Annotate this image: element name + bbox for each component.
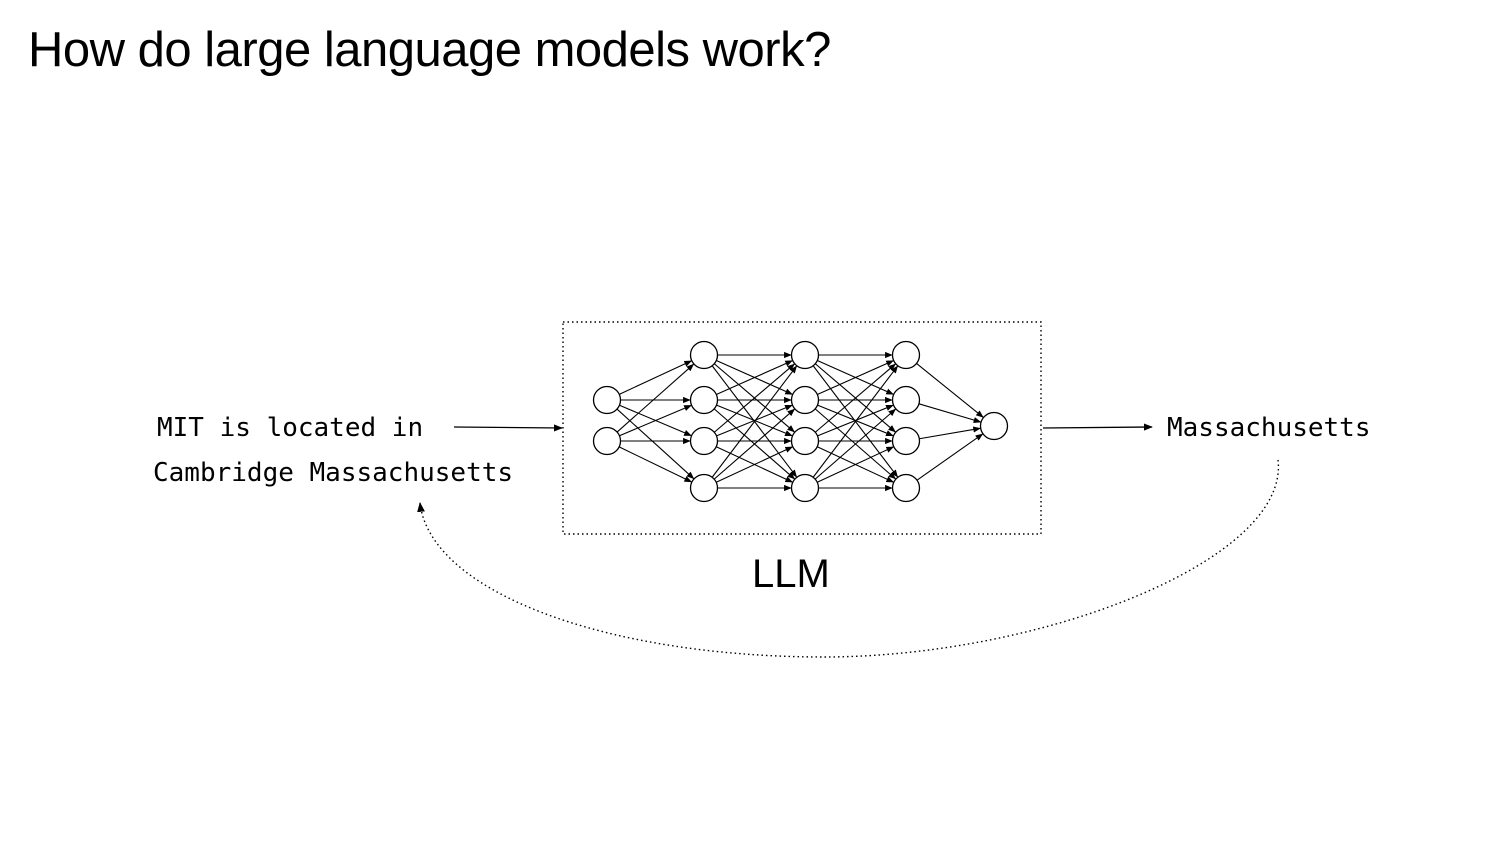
network-edge [918, 403, 982, 424]
network-node-layer-1 [592, 426, 622, 456]
network-node-layer-4 [891, 426, 921, 456]
network-edge [616, 408, 695, 480]
network-node-layer-3 [790, 385, 820, 415]
network-node-layer-2 [689, 340, 719, 370]
network-node-layer-3 [790, 473, 820, 503]
network-edge [814, 408, 897, 480]
network-edge [716, 360, 793, 396]
network-edge [916, 363, 984, 418]
network-edge [817, 446, 895, 483]
input-text-line-2: Cambridge Massachusetts [153, 458, 514, 488]
network-edge [619, 360, 692, 395]
output-token: Massachusetts [1167, 413, 1371, 443]
network-edge [711, 365, 797, 478]
model-label: LLM [752, 552, 830, 596]
input-text-line-1: MIT is located in [157, 413, 424, 443]
model-box [562, 321, 1042, 535]
network-edge [919, 426, 981, 440]
network-node-layer-5 [979, 411, 1009, 441]
network-node-layer-2 [689, 473, 719, 503]
network-node-layer-1 [592, 385, 622, 415]
network-edge [817, 360, 894, 396]
network-edge [713, 408, 796, 480]
network-node-layer-4 [891, 473, 921, 503]
network-edge [812, 365, 898, 478]
slide-title: How do large language models work? [28, 23, 831, 77]
network-node-layer-2 [689, 426, 719, 456]
network-edge [716, 446, 794, 483]
network-edge [616, 363, 695, 433]
network-edge [619, 404, 692, 437]
network-edge [713, 363, 795, 433]
network-node-layer-4 [891, 340, 921, 370]
network-edge [817, 404, 894, 437]
network-edge [716, 404, 793, 437]
network-edge [618, 446, 693, 483]
input-arrow-icon [453, 424, 563, 432]
network-edges [616, 351, 984, 492]
network-node-layer-3 [790, 340, 820, 370]
network-node-layer-3 [790, 426, 820, 456]
feedback-loop-icon [417, 459, 1279, 658]
output-arrow-icon [1042, 423, 1153, 431]
network-node-layer-4 [891, 385, 921, 415]
network-nodes [592, 340, 1009, 503]
network-edge [916, 433, 984, 481]
network-edge [814, 363, 896, 433]
network-node-layer-2 [689, 385, 719, 415]
